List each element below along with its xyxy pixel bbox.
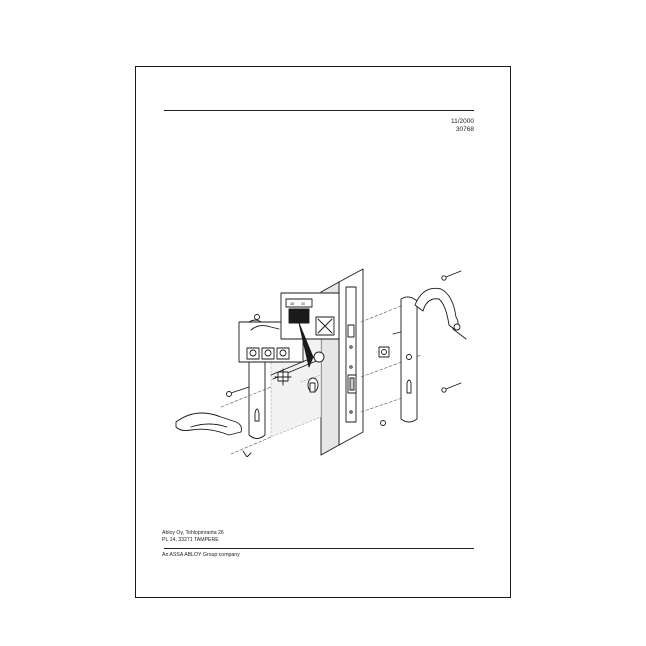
company-address: Abloy Oy, Tohlopinranta 26 PL 14, 33271 …	[162, 530, 224, 543]
document-page: 11/2000 30768	[135, 66, 511, 598]
header-rule	[164, 110, 474, 111]
document-code: 30768	[455, 126, 474, 133]
right-lever-handle	[414, 287, 467, 340]
address-line-1: Abloy Oy, Tohlopinranta 26	[162, 530, 224, 536]
inset-dimension-right: 30	[301, 302, 305, 306]
document-meta: 11/2000 30768	[451, 118, 474, 134]
left-lever-handle	[175, 412, 242, 436]
inset-dimension-left: 38	[290, 302, 294, 306]
company-tagline: An ASSA ABLOY Group company	[162, 552, 240, 558]
footer-rule	[164, 548, 474, 549]
right-screws	[378, 270, 462, 426]
right-escutcheon-plate	[400, 296, 418, 423]
address-line-2: PL 14, 33271 TAMPERE	[162, 536, 219, 543]
left-screws	[226, 386, 252, 457]
inset-cylinder-section	[280, 292, 340, 368]
lever-handle-exploded-diagram: 38 30	[175, 268, 467, 457]
document-date: 11/2000	[450, 118, 474, 125]
